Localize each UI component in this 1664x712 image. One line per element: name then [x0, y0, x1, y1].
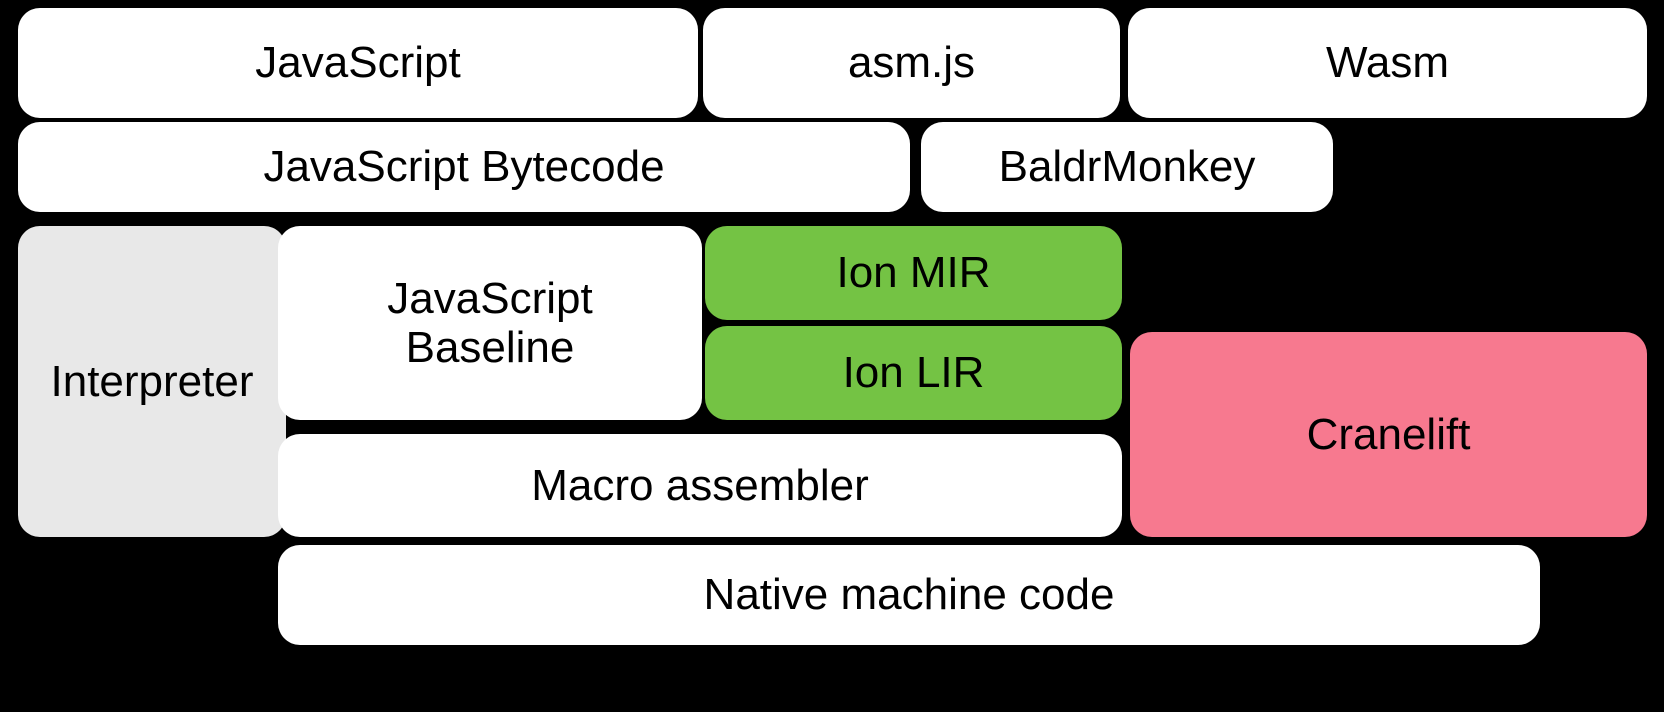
node-macro-assembler: Macro assembler	[278, 434, 1122, 537]
node-javascript-baseline: JavaScript Baseline	[278, 226, 702, 420]
node-interpreter: Interpreter	[18, 226, 286, 537]
node-native-machine-code: Native machine code	[278, 545, 1540, 645]
node-cranelift: Cranelift	[1130, 332, 1647, 537]
node-wasm: Wasm	[1128, 8, 1647, 118]
node-ion-mir: Ion MIR	[705, 226, 1122, 320]
node-baldrmonkey: BaldrMonkey	[921, 122, 1333, 212]
node-javascript-bytecode: JavaScript Bytecode	[18, 122, 910, 212]
node-javascript: JavaScript	[18, 8, 698, 118]
node-ion-lir: Ion LIR	[705, 326, 1122, 420]
node-asmjs: asm.js	[703, 8, 1120, 118]
